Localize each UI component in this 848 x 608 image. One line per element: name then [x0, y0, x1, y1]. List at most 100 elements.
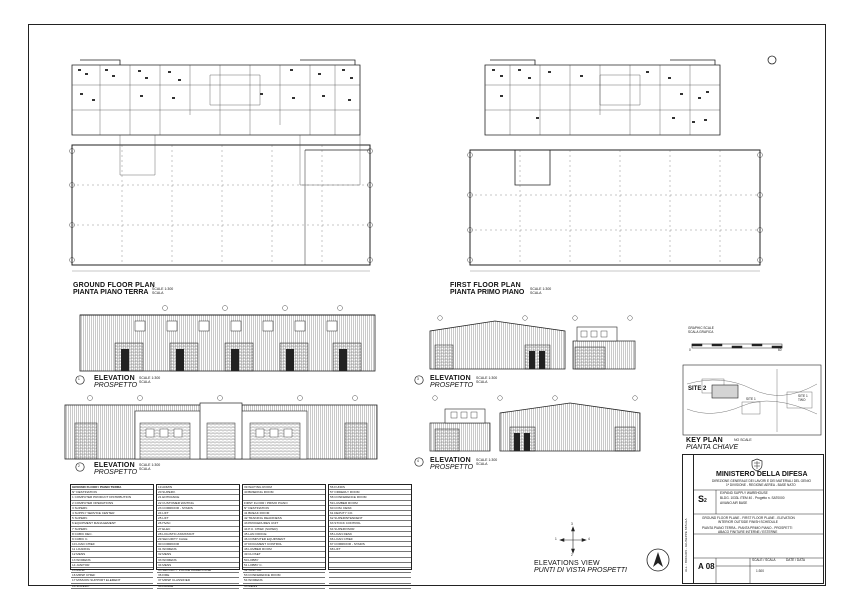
legend-row: 52 JANITOR	[243, 568, 325, 574]
legend-row: 30 CORRIDOR	[157, 542, 239, 548]
legend-row: 46 COMPUTER EQUIPMENT	[243, 537, 325, 543]
legend-row: 45 LAN OFFICE	[243, 532, 325, 537]
legend-row: 11 LOADING	[71, 547, 153, 553]
elevation-1-marker	[75, 375, 85, 385]
elevation-1-number: 1	[78, 377, 80, 381]
scale-label: SCALE	[476, 458, 488, 462]
site-logo: S2	[698, 494, 716, 512]
title-block-dividers	[694, 489, 824, 584]
key-plan-drawing	[682, 364, 822, 436]
legend-row: 33 WOMENS	[157, 558, 239, 563]
elevation-1-scale: SCALE 1:300 SCALA	[139, 376, 160, 384]
legend-row: 55 MENS	[243, 584, 325, 589]
legend-row: 24 LIFT	[157, 511, 239, 517]
legend-row: 54 WOMENS	[243, 578, 325, 584]
scale-value: 1:300	[488, 458, 498, 462]
elevation-4-label: ELEVATION PROSPETTO	[430, 457, 473, 472]
scale-value: 1:300	[542, 287, 552, 291]
key-plan-site-a: SITE 1	[746, 397, 756, 401]
scale-value: 1:300	[151, 463, 161, 467]
date-header: DATE / DATA	[786, 558, 805, 562]
first-floor-title: FIRST FLOOR PLAN	[450, 282, 521, 289]
legend-row: 64 SUPERVISOR	[329, 527, 411, 532]
legend-row	[329, 578, 411, 584]
legend-row: 10 LOAD CHIEF	[71, 542, 153, 548]
scale-label-it: SCALA	[139, 380, 151, 384]
legend-row: 39 WAITING ROOM	[243, 485, 325, 491]
graphic-scale-title: GRAPHIC SCALE	[688, 326, 714, 330]
elevation-2-title: ELEVATION	[94, 462, 135, 469]
elevation-2-number: 2	[78, 464, 80, 468]
ground-floor-title: GROUND FLOOR PLAN	[73, 282, 155, 289]
project-line-3: AVIANO AIR BASE	[720, 501, 748, 505]
scale-value: 1:300	[488, 376, 498, 380]
sheet-number: A 08	[698, 562, 715, 571]
first-floor-subtitle: PIANTA PRIMO PIANO	[450, 289, 525, 296]
elevation-2-label: ELEVATION PROSPETTO	[94, 462, 137, 477]
sheet-title-it-2: ABACO FINITURE INTERNE / ESTERNE	[718, 530, 778, 534]
legend-row: 15 MRSP	[71, 568, 153, 574]
ground-floor-scale: SCALE 1:300 SCALA	[152, 287, 173, 295]
legend-row: 13 WOMENS	[71, 558, 153, 563]
elevations-view-title: ELEVATIONS VIEW	[534, 560, 600, 567]
key-plan-site-b: SITE 1 TWO	[798, 394, 808, 402]
ground-floor-subtitle: PIANTA PIANO TERRA	[73, 289, 149, 296]
elevation-1-title: ELEVATION	[94, 375, 135, 382]
legend-row: 49 CLOSET	[243, 552, 325, 558]
elevation-4-marker	[414, 457, 424, 467]
sheet-title-it-1: PIANTA PIANO TERRA - PIANTA PRIMO PIANO …	[702, 526, 793, 530]
elevation-1-label: ELEVATION PROSPETTO	[94, 375, 137, 390]
key-plan-scale: NO SCALE	[734, 438, 752, 442]
legend-row: 63 STOCK CONTROL	[329, 521, 411, 527]
legend-row: 8 CUBIC DEC.	[71, 532, 153, 537]
legend-row: 61 DEPUTY CO.	[329, 511, 411, 517]
legend-row: 12 MENS	[71, 552, 153, 558]
elevation-2-subtitle: PROSPETTO	[94, 469, 138, 476]
title-block-side-text: ALL. : BODUOS - GIUSEPPE STAULA	[684, 518, 688, 572]
scale-label: SCALE	[152, 287, 164, 291]
ministry-line-1: DIREZIONE GENERALE DEI LAVORI E DEI MATE…	[712, 479, 811, 483]
scale-label-it: SCALA	[530, 291, 542, 295]
scale-value: 1:300	[151, 376, 161, 380]
elevation-3-label: ELEVATION PROSPETTO	[430, 375, 473, 390]
project-line-2: BLDG. 1033L ITEM 40 - Progetto n. SAT000…	[720, 496, 785, 500]
elevation-3-marker	[414, 375, 424, 385]
legend-row: 42 TRAINING READINESS	[243, 516, 325, 522]
legend-row: 66 LOAN CHIEF	[329, 537, 411, 543]
legend-row: 28 LOGISTIC ASSISTANT	[157, 532, 239, 537]
graphic-scale-bar	[691, 343, 783, 349]
elevation-2-marker	[75, 462, 85, 472]
legend-row: GROUND FLOOR / PIANO TERRA	[71, 485, 153, 491]
scale-label-it: SCALA	[152, 291, 164, 295]
first-floor-scale: SCALE 1:300 SCALA	[530, 287, 551, 295]
legend-row: 6 EQUIPMENT MANAGEMENT	[71, 521, 153, 527]
legend-row: 59 LUMBER ROOM	[329, 501, 411, 506]
legend-row: 47 DOCUMENT CONTROL	[243, 542, 325, 548]
view-number-bottom: 2	[571, 553, 573, 557]
legend-row: 35 SECURITY POLICE WAREHOUSE	[157, 568, 239, 574]
legend-row: 62 SUPERINTENDENT	[329, 516, 411, 522]
legend-row: 44 P.U. CHIEF (SUPER)	[243, 527, 325, 532]
scale-label: SCALE	[139, 376, 151, 380]
elevation-1-subtitle: PROSPETTO	[94, 382, 138, 389]
elevation-4-subtitle: PROSPETTO	[430, 464, 474, 471]
legend-row	[329, 563, 411, 568]
legend-row: 51 LOBBY C.	[243, 563, 325, 568]
scale-value: 1:300	[164, 287, 174, 291]
legend-row	[329, 568, 411, 574]
legend-row: 1 COMPUTER PRODUCT DISTRIBUTION	[71, 495, 153, 501]
legend-row: 22 CUSTOMER WAITING	[157, 501, 239, 506]
elevation-1-drawing	[79, 305, 376, 372]
key-plan-subtitle: PIANTA CHIAVE	[686, 444, 739, 451]
legend-row: 57 ORDERLY ROOM	[329, 490, 411, 496]
site-logo-letter: S	[698, 494, 705, 504]
elevation-4-scale: SCALE 1:300 SCALA	[476, 458, 497, 466]
scale-label: SCALE	[530, 287, 542, 291]
legend-row: 16 MRSP CHIEF	[71, 573, 153, 579]
legend-row: 20 SUPERV.	[157, 490, 239, 496]
ground-floor-plan-drawing	[69, 59, 373, 272]
legend-row: N° DESTINATION	[243, 506, 325, 511]
drawing-sheet	[28, 24, 826, 586]
